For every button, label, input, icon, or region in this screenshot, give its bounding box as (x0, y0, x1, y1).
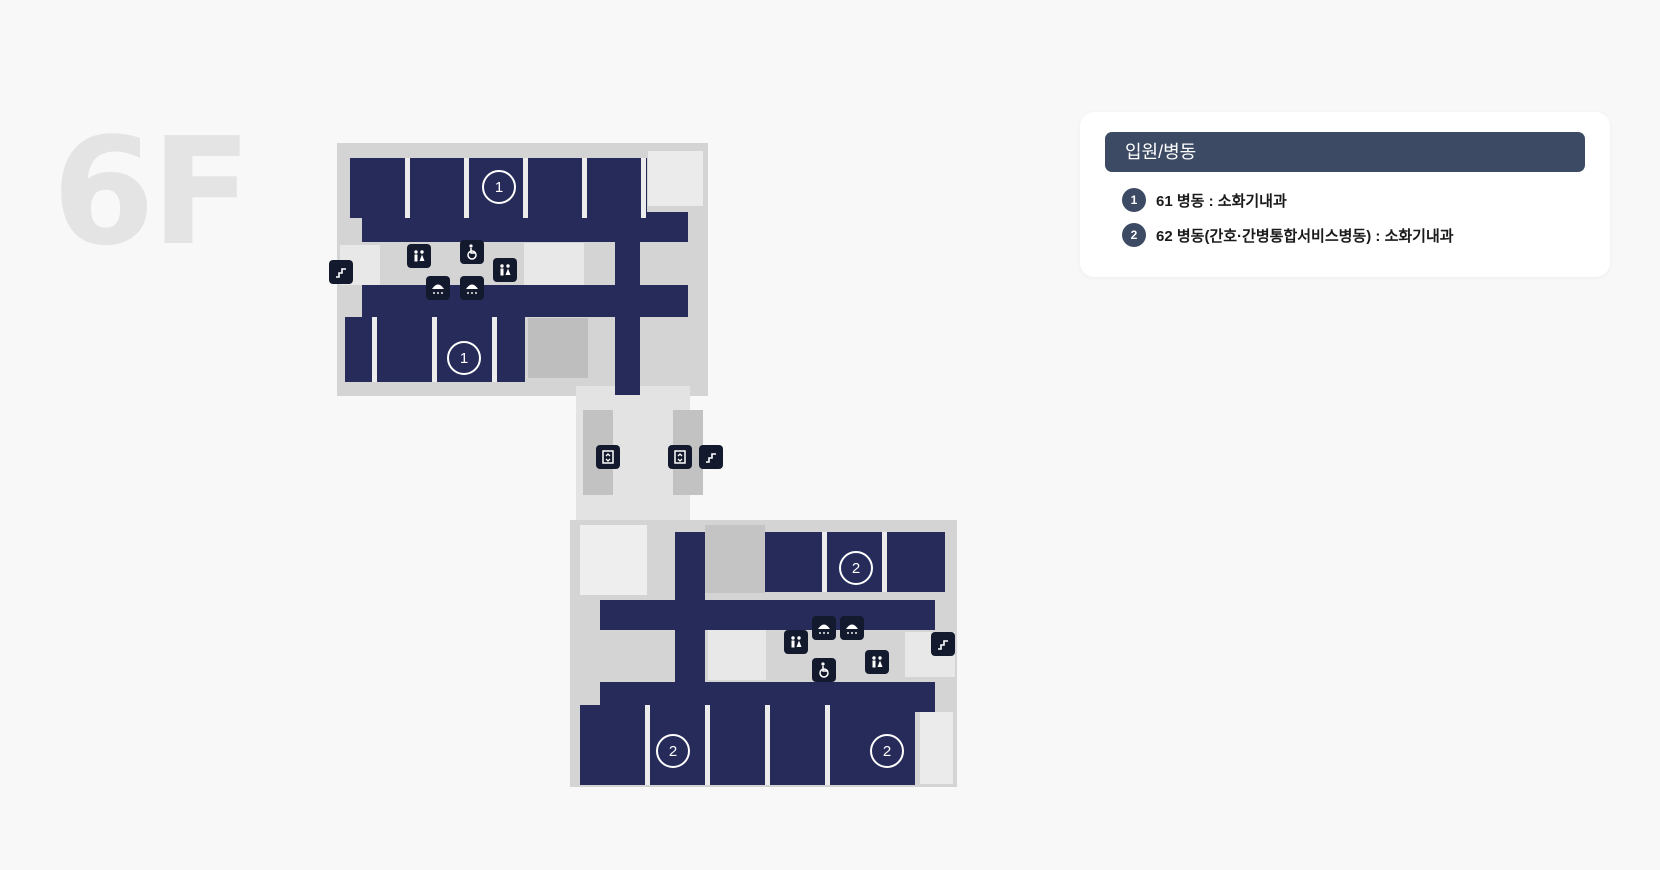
shower-icon (840, 616, 864, 640)
legend-title: 입원/병동 (1105, 132, 1585, 172)
restroom-icon (493, 258, 517, 282)
wheelchair-icon (812, 658, 836, 682)
shower-icon (426, 276, 450, 300)
room-dividers (372, 158, 887, 785)
ward-marker-label: 1 (460, 350, 468, 367)
restroom-icon (407, 244, 431, 268)
facility-icons (329, 240, 955, 682)
ward-marker-label: 2 (852, 560, 860, 577)
stairs-icon (931, 632, 955, 656)
ward-markers (447, 170, 904, 768)
legend-item-text: 61 병동 : 소화기내과 (1156, 192, 1287, 210)
stairs-icon (329, 260, 353, 284)
floor-label: 6F (52, 106, 252, 278)
ward-marker (870, 734, 904, 768)
legend-item-text: 62 병동(간호·간병통합서비스병동) : 소화기내과 (1156, 227, 1454, 245)
shower-icon (460, 276, 484, 300)
elevator-icon (668, 445, 692, 469)
legend-item: 2 62 병동(간호·간병통합서비스병동) : 소화기내과 (1122, 222, 1454, 248)
legend-item: 1 61 병동 : 소화기내과 (1122, 187, 1287, 213)
ward-marker-labels: 1 1 2 2 2 (460, 179, 891, 760)
shower-icon (812, 616, 836, 640)
restroom-icon (784, 630, 808, 654)
ward-marker (656, 734, 690, 768)
wheelchair-icon (460, 240, 484, 264)
restroom-icon (865, 650, 889, 674)
ward-marker-label: 2 (883, 743, 891, 760)
ward-marker-label: 2 (669, 743, 677, 760)
legend-panel: 입원/병동 1 61 병동 : 소화기내과 2 62 병동(간호·간병통합서비스… (1080, 112, 1610, 277)
ward-marker (482, 170, 516, 204)
ward-areas (345, 158, 945, 785)
legend-number-badge: 2 (1122, 223, 1146, 247)
ward-marker-label: 1 (495, 179, 503, 196)
elevator-icon (596, 445, 620, 469)
ward-marker (447, 341, 481, 375)
legend-number-badge: 1 (1122, 188, 1146, 212)
stairs-icon (699, 445, 723, 469)
ward-marker (839, 551, 873, 585)
